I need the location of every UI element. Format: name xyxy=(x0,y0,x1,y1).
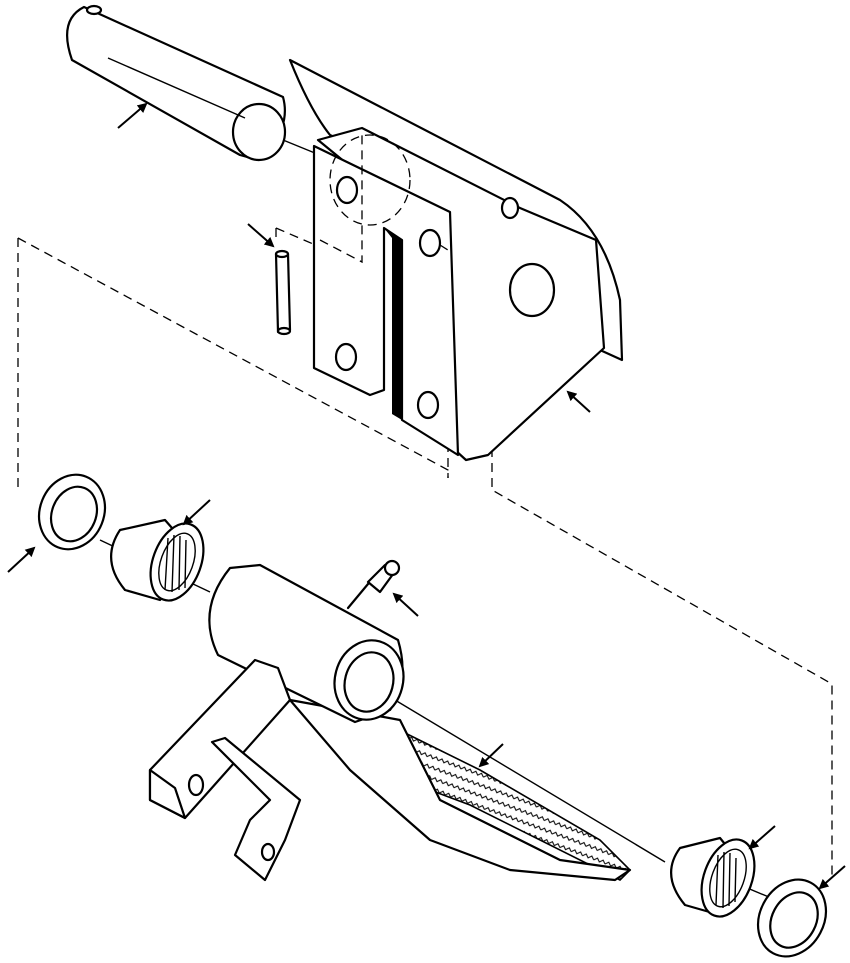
grease-fitting xyxy=(346,559,401,610)
pedal-arm xyxy=(148,563,632,882)
callout-arrow-pin xyxy=(117,102,148,129)
seal-right xyxy=(756,878,828,958)
callout-arrow-bearing-right xyxy=(748,825,776,850)
callout-arrow-roll-pin xyxy=(247,223,275,248)
bearing-left xyxy=(110,518,205,602)
pivot-pin xyxy=(66,4,333,162)
callout-arrow-bearing-left xyxy=(182,499,211,526)
callout-arrow-bracket xyxy=(566,390,591,413)
callout-arrow-seal-left xyxy=(7,546,36,573)
callout-arrow-seal-right xyxy=(818,865,846,890)
mounting-bracket xyxy=(288,58,624,462)
seal-left xyxy=(37,473,107,551)
bearing-right xyxy=(670,836,756,918)
callout-arrow-pedal xyxy=(478,743,504,768)
roll-pin xyxy=(274,249,292,336)
callout-arrows xyxy=(7,102,846,890)
callout-arrow-grease-fitting xyxy=(392,592,419,617)
